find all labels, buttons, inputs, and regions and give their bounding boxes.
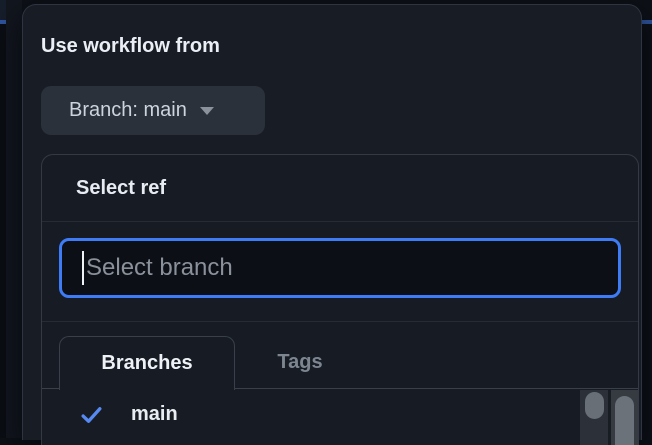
ref-search-section: [42, 222, 638, 322]
tab-tags[interactable]: Tags: [235, 336, 365, 389]
select-ref-title: Select ref: [76, 177, 167, 199]
list-scrollbar-thumb[interactable]: [585, 392, 604, 419]
background-top-left: [0, 0, 6, 20]
select-ref-panel: Select ref Branches Tags main: [41, 154, 639, 445]
panel-scrollbar-thumb[interactable]: [615, 396, 634, 445]
branch-name: main: [131, 402, 178, 425]
branch-selector-label: Branch: main: [69, 99, 187, 121]
caret-down-icon: [199, 106, 214, 115]
run-workflow-dropdown: Use workflow from Branch: main Select re…: [22, 4, 642, 445]
scrollbar-divider: [608, 390, 611, 445]
background-left-edge: [0, 24, 6, 438]
tab-tags-label: Tags: [277, 351, 323, 373]
branch-list: main: [42, 389, 638, 439]
background-left-column: [6, 0, 22, 438]
check-icon: [81, 406, 102, 423]
tab-branches-label: Branches: [101, 352, 193, 374]
tab-branches[interactable]: Branches: [59, 336, 235, 390]
list-item-main[interactable]: main: [42, 389, 580, 439]
use-workflow-from-heading: Use workflow from: [41, 35, 220, 57]
text-cursor: [82, 251, 84, 285]
select-branch-input[interactable]: [59, 238, 621, 298]
select-ref-header: Select ref: [42, 155, 638, 222]
branch-selector-button[interactable]: Branch: main: [41, 86, 265, 135]
ref-tabs: Branches Tags: [42, 322, 638, 390]
